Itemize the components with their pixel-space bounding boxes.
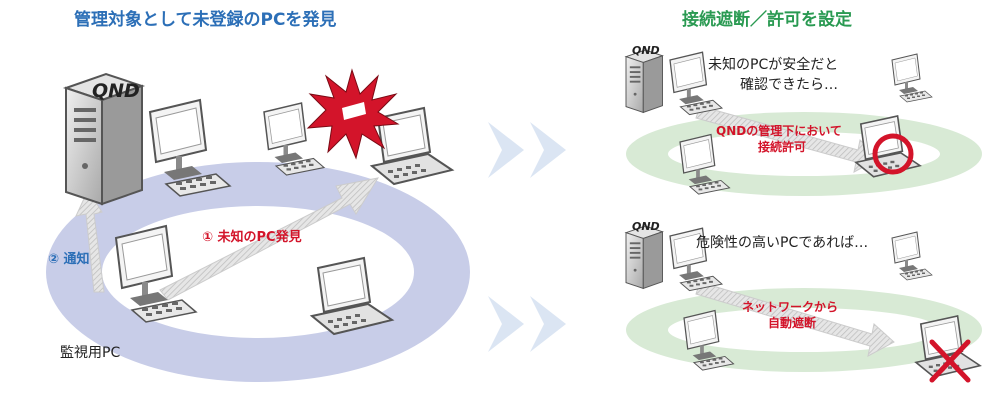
allow-case-scene (625, 49, 982, 196)
server-brand-label: QND (632, 220, 660, 233)
chevron-right-icon (530, 296, 566, 352)
chevron-right-icon (488, 122, 524, 178)
server-brand-label: QND (632, 44, 660, 57)
allow-action-line2: 接続許可 (758, 140, 807, 154)
chevron-right-icon (530, 122, 566, 178)
allow-action-line1: QNDの管理下において (716, 124, 842, 138)
allow-condition-line2: 確認できたら… (740, 77, 838, 93)
left-panel-title: 管理対象として未登録のPCを発見 (74, 10, 337, 30)
block-condition-line1: 危険性の高いPCであれば… (696, 235, 869, 251)
chevron-right-icon (488, 296, 524, 352)
flow-chevrons (488, 122, 566, 352)
step2-label: ② 通知 (48, 252, 90, 267)
qnd-server-icon (625, 225, 663, 289)
qnd-server-icon (625, 49, 663, 113)
right-panel-title: 接続遮断／許可を設定 (682, 10, 852, 30)
allow-circle-icon (872, 133, 914, 175)
allow-condition-line1: 未知のPCが安全だと (708, 57, 839, 73)
server-brand-label: QND (92, 80, 140, 102)
desktop-pc-icon (891, 231, 933, 281)
block-case-scene (625, 225, 982, 383)
block-cross-icon (929, 339, 971, 383)
monitor-pc-label: 監視用PC (60, 345, 121, 361)
block-action-line2: 自動遮断 (768, 316, 817, 330)
step1-label: ① 未知のPC発見 (202, 230, 302, 245)
desktop-pc-icon (891, 53, 933, 103)
alert-burst-icon (306, 68, 400, 160)
left-network-scene (46, 68, 470, 382)
discovery-arrow (159, 177, 380, 301)
block-action-line1: ネットワークから (742, 300, 839, 314)
